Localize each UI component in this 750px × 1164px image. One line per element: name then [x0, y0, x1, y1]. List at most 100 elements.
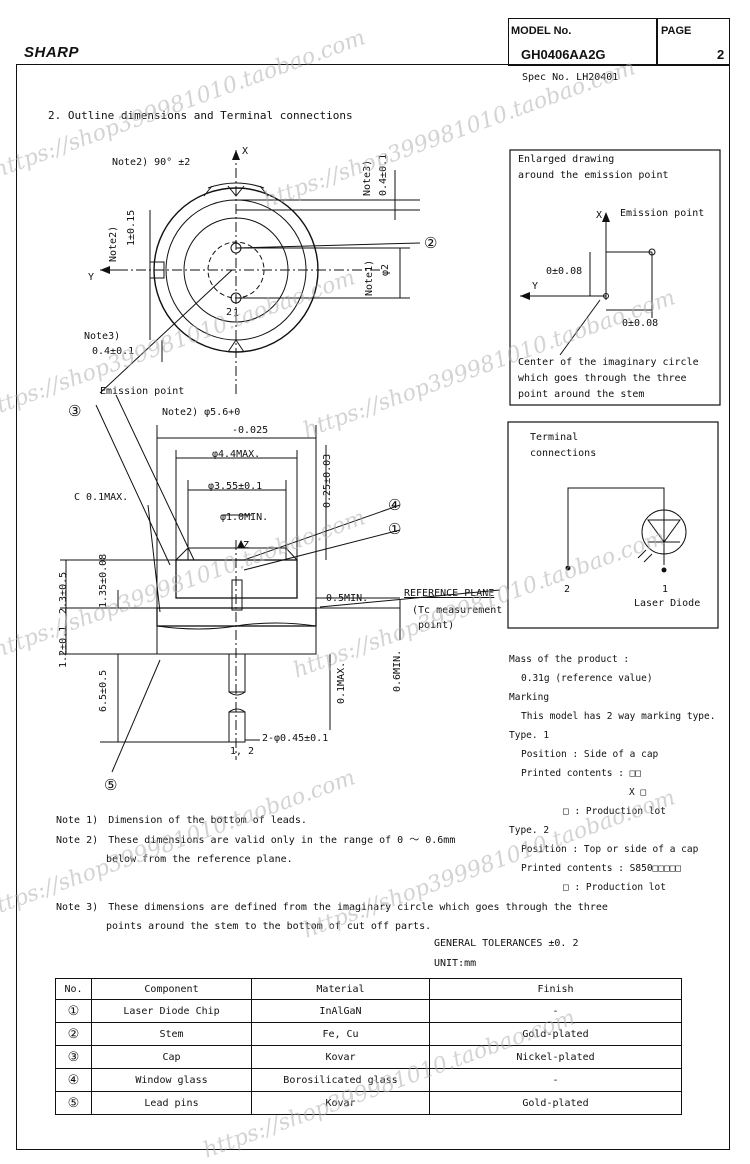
enlarged-dim-v: 0±0.08 — [546, 266, 583, 277]
cell-finish: Nickel-plated — [429, 1045, 682, 1069]
tc-point-1: (Tc measurement — [412, 605, 503, 616]
section-title: 2. Outline dimensions and Terminal conne… — [48, 109, 353, 122]
enlarged-caption-2: which goes through the three — [518, 373, 687, 384]
cell-material: Fe, Cu — [251, 1022, 430, 1046]
cell-no: ④ — [55, 1068, 92, 1092]
cell-material: Kovar — [251, 1091, 430, 1115]
z-axis-label: Z — [243, 540, 250, 551]
y-axis-label: Y — [88, 272, 95, 283]
cell-no: ① — [55, 999, 92, 1023]
dim-65: 6.5±0.5 — [98, 669, 109, 712]
note-3-label: Note 3) — [56, 902, 99, 913]
note-2-label: Note 2) — [56, 835, 99, 846]
enlarged-title-1: Enlarged drawing — [518, 154, 615, 165]
page-frame — [16, 64, 730, 1150]
terminal-pin-1: 1 — [662, 584, 669, 595]
model-number-box: MODEL No. GH0406AA2G — [508, 18, 658, 66]
enlarged-emission: Emission point — [620, 208, 705, 219]
cell-no: ② — [55, 1022, 92, 1046]
note-3-cont: points around the stem to the bottom of … — [106, 921, 432, 932]
enlarged-caption-1: Center of the imaginary circle — [518, 357, 699, 368]
header-finish: Finish — [429, 978, 682, 1000]
cell-component: Lead pins — [91, 1091, 252, 1115]
enlarged-caption-3: point around the stem — [518, 389, 645, 400]
type1-position: Position : Side of a cap — [521, 749, 659, 760]
table-row: ① Laser Diode Chip InAlGaN - — [55, 999, 682, 1023]
note-2-text: These dimensions are valid only in the r… — [108, 835, 456, 846]
note-3: Note 3) These dimensions are defined fro… — [56, 901, 608, 914]
phi10-label: φ1.0MIN. — [220, 512, 269, 523]
marking-label: Marking — [509, 692, 550, 703]
enlarged-y-label: Y — [532, 281, 539, 292]
cell-component: Laser Diode Chip — [91, 999, 252, 1023]
product-info: Mass of the product : 0.31g (reference v… — [509, 650, 715, 897]
x-axis-label: X — [242, 146, 249, 157]
note-2: Note 2) These dimensions are valid only … — [56, 834, 455, 847]
type1-printed: Printed contents : □□ — [521, 768, 642, 779]
c01max-label: C 0.1MAX. — [74, 492, 129, 503]
general-tolerances: GENERAL TOLERANCES ±0. 2 — [434, 938, 579, 949]
cell-finish: - — [429, 1068, 682, 1092]
type1-lot: □ : Production lot — [563, 806, 666, 817]
marker-3: ③ — [68, 402, 82, 420]
dim-025-003: 0.25±0.03 — [322, 453, 333, 508]
model-value: GH0406AA2G — [521, 47, 606, 62]
enlarged-x-label: X — [596, 210, 603, 221]
note-2-cont: below from the reference plane. — [106, 854, 293, 865]
cell-component: Window glass — [91, 1068, 252, 1092]
pin-label-2: 2 — [226, 307, 233, 318]
enlarged-title-2: around the emission point — [518, 170, 669, 181]
table-row: ④ Window glass Borosilicated glass - — [55, 1068, 682, 1092]
note2-angle: Note2) 90° ±2 — [112, 157, 191, 168]
pin-label-1: 1 — [233, 308, 240, 319]
dim-1-015: 1±0.15 — [126, 209, 137, 246]
emission-point-label: Emission point — [100, 386, 185, 397]
table-row: ② Stem Fe, Cu Gold-plated — [55, 1022, 682, 1046]
header-component: Component — [91, 978, 252, 1000]
type2-printed: Printed contents : S850□□□□□ — [521, 863, 682, 874]
note3-left: Note3) — [84, 331, 121, 342]
leads-label: 2-φ0.45±0.1 — [262, 733, 329, 744]
marker-2: ② — [424, 234, 438, 252]
note1-side: Note1) — [364, 259, 375, 296]
header-material: Material — [251, 978, 430, 1000]
page-box: PAGE 2 — [656, 18, 730, 66]
tc-point-2: point) — [418, 620, 455, 631]
marker-1: ① — [388, 520, 402, 538]
cell-no: ⑤ — [55, 1091, 92, 1115]
marker-5: ⑤ — [104, 776, 118, 794]
unit-label: UNIT:mm — [434, 958, 477, 969]
sharp-logo: SHARP — [24, 44, 80, 61]
enlarged-dim-h: 0±0.08 — [622, 318, 659, 329]
dim-23: 2.3±0.5 — [58, 571, 69, 614]
dim-left-04: 0.4±0.1 — [92, 346, 135, 357]
phi2-label: φ2 — [380, 263, 391, 276]
page-value: 2 — [717, 47, 725, 62]
note-3-text: These dimensions are defined from the im… — [108, 902, 608, 913]
laser-diode-label: Laser Diode — [634, 598, 701, 609]
cell-component: Stem — [91, 1022, 252, 1046]
type2-label: Type. 2 — [509, 825, 550, 836]
terminal-pin-2: 2 — [564, 584, 571, 595]
table-row: ⑤ Lead pins Kovar Gold-plated — [55, 1091, 682, 1115]
page-label: PAGE — [661, 25, 692, 37]
spec-number: Spec No. LH20401 — [522, 72, 619, 83]
mass-label: Mass of the product : — [509, 654, 630, 665]
type2-lot: □ : Production lot — [563, 882, 666, 893]
reference-plane-label: REFERENCE PLANE — [404, 588, 495, 599]
table-row: ③ Cap Kovar Nickel-plated — [55, 1045, 682, 1069]
dim-05min: 0.5MIN. — [326, 593, 369, 604]
terminal-title-1: Terminal — [530, 432, 579, 443]
terminal-title-2: connections — [530, 448, 597, 459]
phi355-label: φ3.55±0.1 — [208, 481, 263, 492]
mass-value: 0.31g (reference value) — [521, 673, 653, 684]
marking-desc: This model has 2 way marking type. — [521, 711, 716, 722]
cell-component: Cap — [91, 1045, 252, 1069]
table-header-row: No. Component Material Finish — [55, 978, 682, 1000]
dim-neg-025: -0.025 — [232, 425, 269, 436]
cell-material: InAlGaN — [251, 999, 430, 1023]
phi44-label: φ4.4MAX. — [212, 449, 261, 460]
marker-4: ④ — [388, 496, 402, 514]
cell-no: ③ — [55, 1045, 92, 1069]
